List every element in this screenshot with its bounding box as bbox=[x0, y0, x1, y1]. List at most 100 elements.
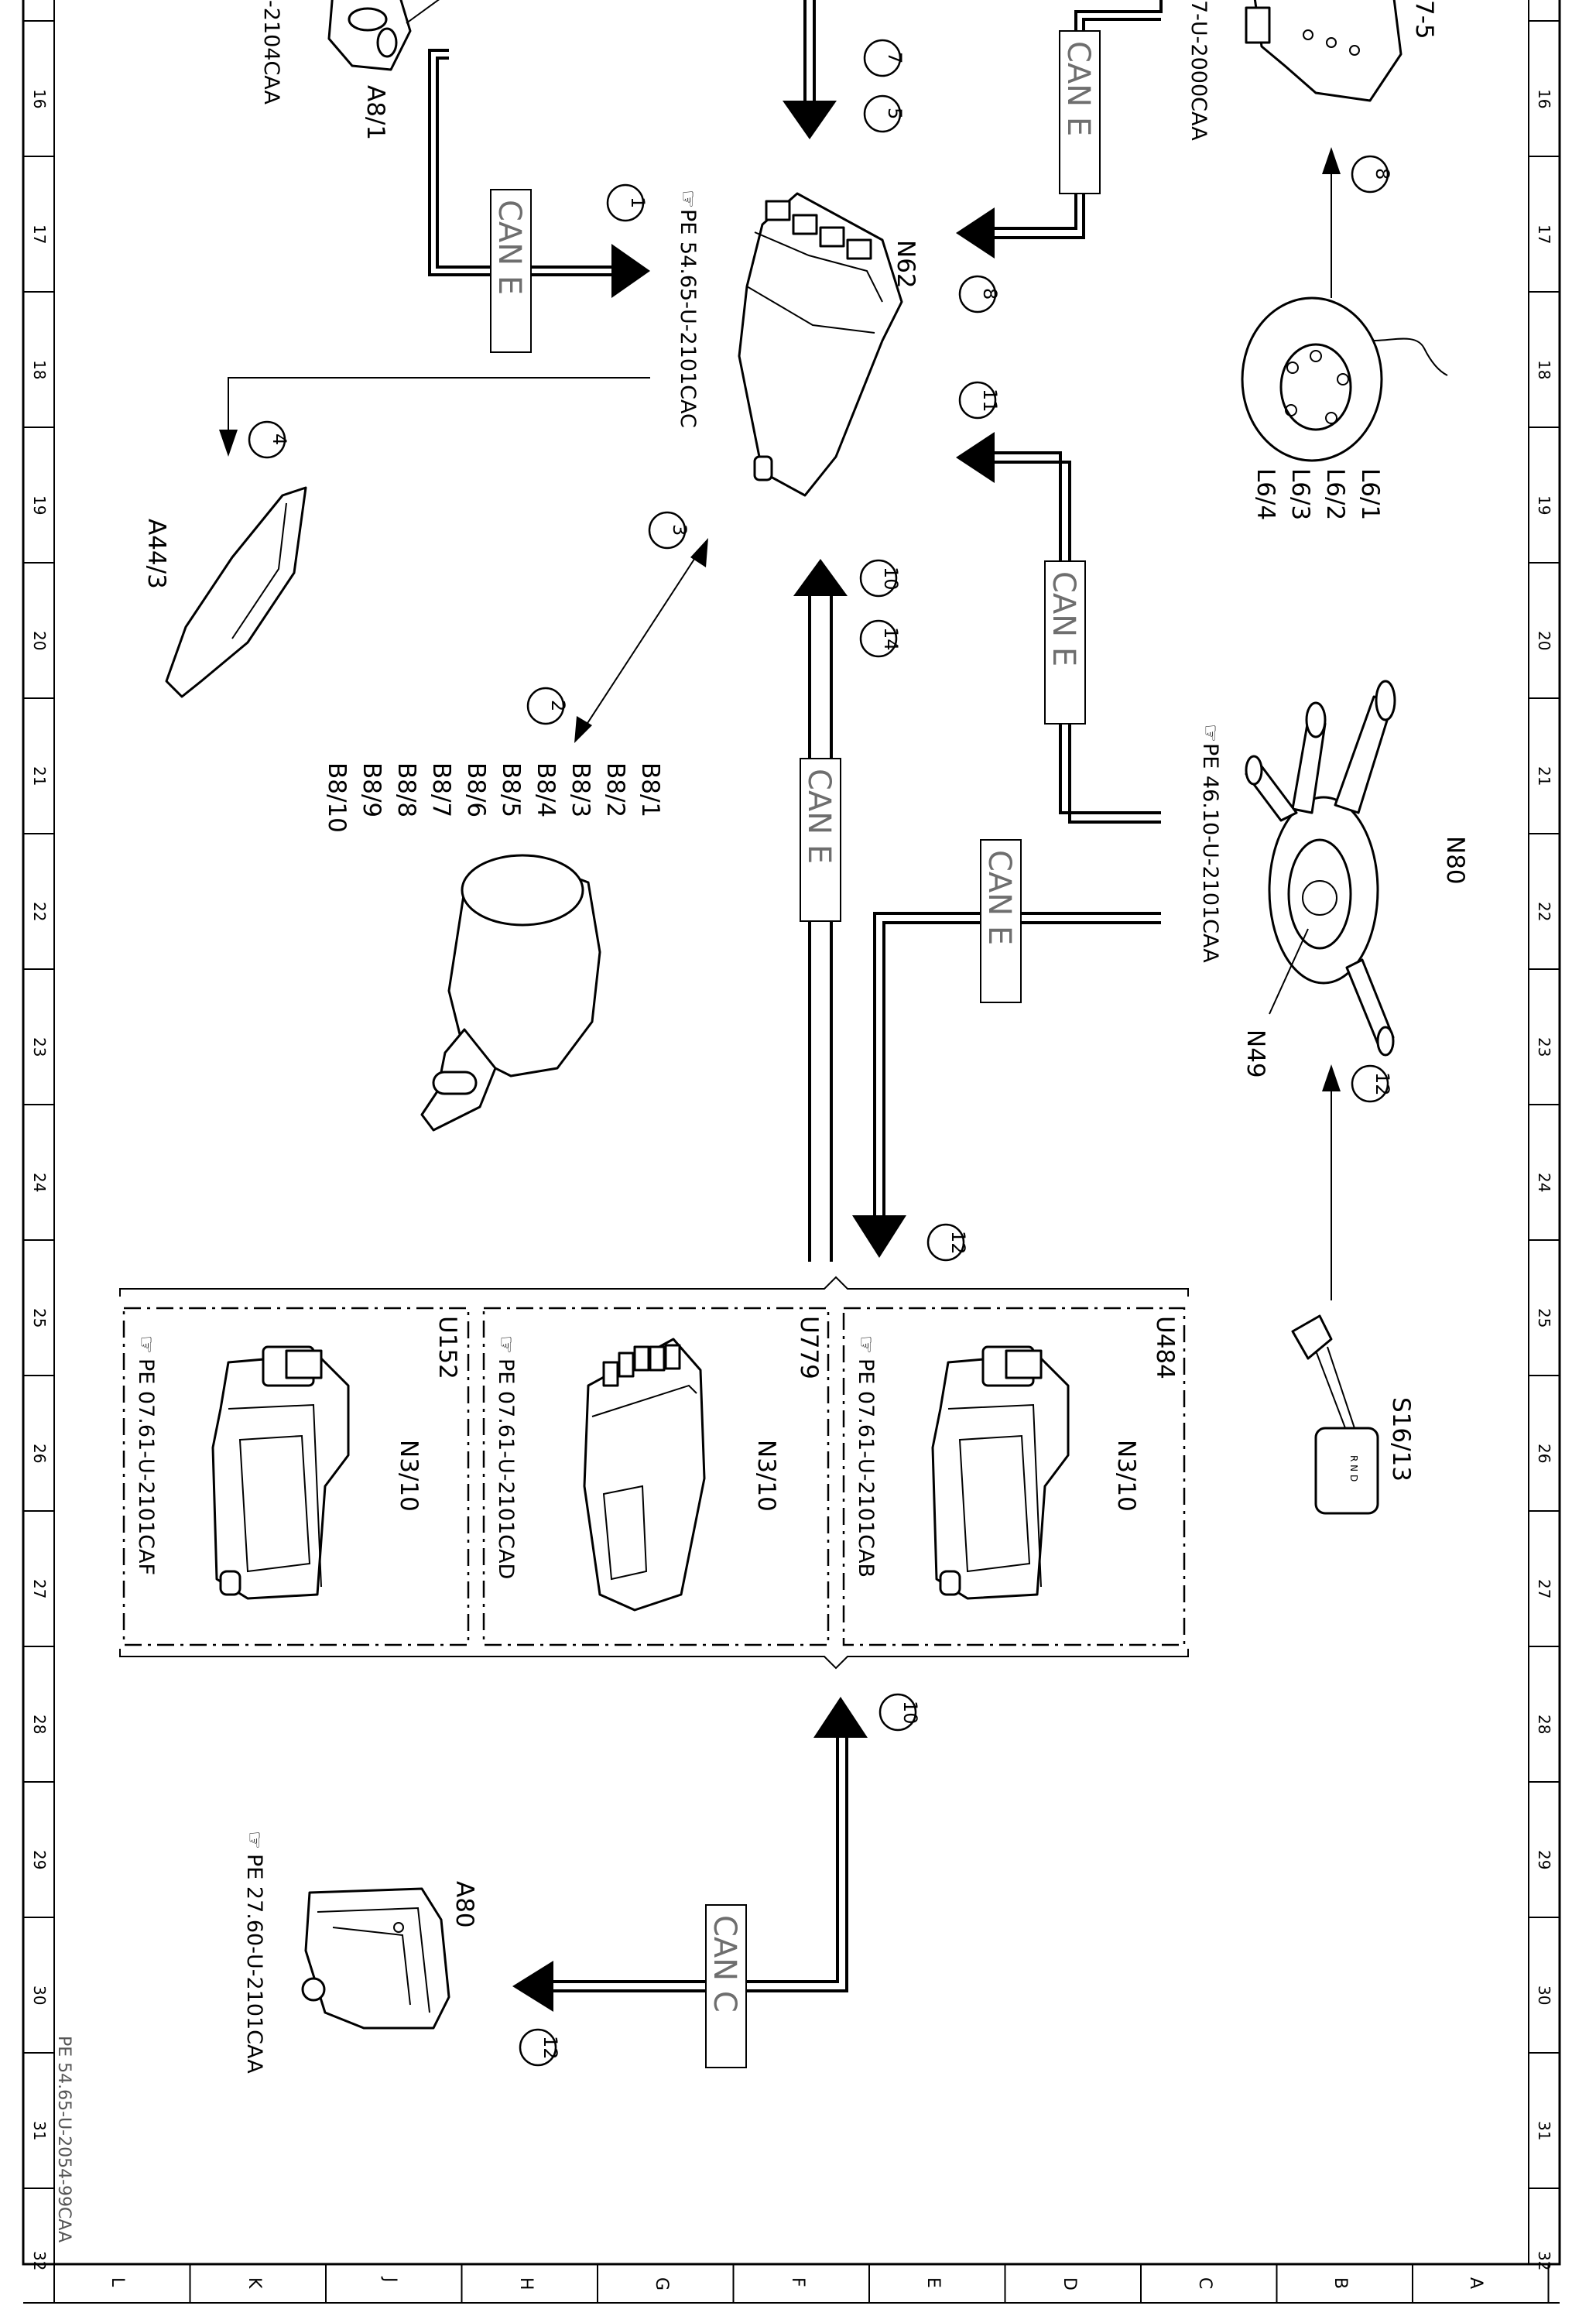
callout-7: 7 bbox=[863, 39, 906, 77]
callout-3: 3 bbox=[648, 511, 690, 550]
row-number: 28 bbox=[30, 1715, 49, 1734]
u152-ref-icon: ☞ bbox=[134, 1335, 158, 1354]
svg-text:5: 5 bbox=[884, 108, 906, 119]
u779-label: N3/10 bbox=[752, 1440, 780, 1512]
row-number: 30 bbox=[30, 1985, 49, 2005]
a80-ref-icon: ☞ bbox=[242, 1831, 266, 1849]
svg-text:4: 4 bbox=[269, 433, 290, 445]
u484-variant: U484 bbox=[1151, 1316, 1179, 1379]
n80-ref: PE 46.10-U-2101CAA bbox=[1198, 743, 1222, 963]
row-number: 18 bbox=[1535, 360, 1553, 379]
callout-11: 11 bbox=[958, 381, 1001, 420]
wire-n3-to-a80 bbox=[542, 1738, 839, 1983]
bus-label-can-e-a8: CAN E bbox=[490, 189, 532, 353]
b8-label-6: B8/6 bbox=[462, 762, 490, 817]
arrow-n62-end bbox=[690, 538, 708, 567]
arrow-into-n62-left bbox=[611, 244, 650, 298]
column-letter: A bbox=[1466, 2277, 1485, 2289]
column-letters: L K J H G F E D C B A bbox=[108, 2276, 1485, 2290]
document-id: PE 54.65-U-2054-99CAA bbox=[54, 2036, 74, 2242]
callout-1: 1 bbox=[606, 183, 649, 222]
arrow-up-into-n62 bbox=[793, 559, 848, 596]
callout-4: 4 bbox=[248, 420, 290, 459]
top-right-component: 7-5 7-U-2000CAA bbox=[1187, 0, 1438, 141]
arrow-b8-end bbox=[574, 716, 592, 743]
u152-label: N3/10 bbox=[395, 1440, 423, 1512]
row-number: 31 bbox=[1535, 2121, 1553, 2140]
b8-label-2: B8/2 bbox=[601, 762, 629, 817]
svg-text:12: 12 bbox=[1372, 1072, 1393, 1096]
n62-ref-icon: ☞ bbox=[676, 190, 700, 208]
svg-text:10: 10 bbox=[880, 567, 902, 591]
svg-text:2: 2 bbox=[547, 700, 569, 711]
arrow-up-into-top bbox=[1322, 147, 1341, 174]
svg-text:12: 12 bbox=[539, 2036, 561, 2060]
top-right-ref-fragment: 7-U-2000CAA bbox=[1187, 0, 1211, 141]
a8-1-ref-fragment: -2104CAA bbox=[259, 0, 283, 105]
svg-text:CAN E: CAN E bbox=[1046, 571, 1081, 666]
n80-steering-column-module: N80 PE 46.10-U-2101CAA ☞ N49 bbox=[1198, 680, 1469, 1078]
bus-label-can-e-n3: CAN E bbox=[980, 839, 1022, 1003]
row-number: 25 bbox=[30, 1308, 49, 1328]
callouts: 1 2 3 4 5 7 8 8 11 10 14 12 12 10 12 bbox=[248, 39, 1393, 2067]
u484-ecu-icon bbox=[931, 1345, 1070, 1600]
wire-topright-to-n62 bbox=[991, 0, 1163, 230]
arrow-into-a80 bbox=[512, 1961, 553, 2012]
b8-label-5: B8/5 bbox=[497, 762, 525, 817]
bus-label-can-c: CAN C bbox=[705, 1904, 747, 2068]
callout-5: 5 bbox=[863, 94, 906, 133]
a8-1-label: A8/1 bbox=[361, 85, 389, 140]
column-letter: E bbox=[923, 2277, 943, 2288]
u779-variant: U779 bbox=[795, 1316, 823, 1379]
row-number: 30 bbox=[1535, 1985, 1553, 2005]
row-number: 19 bbox=[30, 495, 49, 515]
row-number: 26 bbox=[30, 1444, 49, 1463]
l6-label-3: L6/3 bbox=[1286, 468, 1314, 520]
a80-direct-select-module: A80 PE 27.60-U-2101CAA ☞ bbox=[242, 1831, 478, 2074]
callout-12-n3: 12 bbox=[926, 1223, 969, 1262]
row-number: 20 bbox=[1535, 631, 1553, 650]
arrow-right-into-n62-mid bbox=[956, 432, 995, 483]
wire-n62-to-a44 bbox=[228, 377, 650, 433]
n80-ref-icon: ☞ bbox=[1198, 724, 1222, 742]
row-number: 16 bbox=[30, 89, 49, 108]
a80-label: A80 bbox=[450, 1881, 478, 1928]
s16-13-label: S16/13 bbox=[1387, 1397, 1415, 1482]
s16-13-selector-lever: R N D S16/13 bbox=[1291, 1314, 1415, 1515]
row-number: 24 bbox=[1535, 1173, 1553, 1192]
row-number: 31 bbox=[30, 2121, 49, 2140]
b8-label-1: B8/1 bbox=[636, 762, 664, 817]
b8-label-7: B8/7 bbox=[427, 762, 455, 817]
row-number: 19 bbox=[1535, 495, 1553, 515]
top-right-label-fragment: 7-5 bbox=[1410, 0, 1438, 39]
l6-label-1: L6/1 bbox=[1356, 468, 1384, 520]
u779-ref-icon: ☞ bbox=[494, 1335, 518, 1354]
callout-10-group: 10 bbox=[878, 1693, 921, 1732]
n3-10-variant-group: U484 N3/10 PE 07.61-U-2101CAB ☞ U779 N3/… bbox=[119, 1276, 1189, 1670]
arrow-right-into-n62-top bbox=[956, 207, 995, 259]
arrow-down-into-n3 bbox=[852, 1215, 906, 1258]
a44-3-warning-display: A44/3 bbox=[142, 486, 307, 698]
column-letter: B bbox=[1331, 2277, 1350, 2289]
svg-text:CAN E: CAN E bbox=[491, 200, 527, 295]
row-number: 23 bbox=[30, 1037, 49, 1057]
wire-n80-to-n3-b bbox=[882, 921, 1161, 1215]
row-number: 20 bbox=[30, 631, 49, 650]
arrow-top-into-n62 bbox=[783, 101, 837, 139]
group-bracket-top bbox=[119, 1276, 1189, 1297]
arrow-up-into-n3 bbox=[813, 1697, 868, 1738]
wire-n62-b8 bbox=[581, 549, 701, 732]
b8-parking-sensor: B8/1 B8/2 B8/3 B8/4 B8/5 B8/6 B8/7 B8/8 … bbox=[323, 762, 664, 1132]
row-numbers-left: 16 17 18 19 20 21 22 23 24 25 26 27 28 2… bbox=[30, 89, 49, 2270]
b8-label-9: B8/9 bbox=[358, 762, 385, 817]
group-bracket-bottom bbox=[119, 1649, 1189, 1670]
bus-label-can-e-topright: CAN E bbox=[1059, 30, 1101, 194]
n62-ref: PE 54.65-U-2101CAC bbox=[676, 209, 700, 428]
callout-12-n80: 12 bbox=[1351, 1064, 1393, 1103]
n49-label: N49 bbox=[1242, 1030, 1269, 1078]
svg-text:CAN C: CAN C bbox=[707, 1915, 742, 2013]
svg-text:8: 8 bbox=[979, 288, 1001, 300]
s16-13-gear-indicator: R N D bbox=[1348, 1455, 1359, 1482]
l6-label-2: L6/2 bbox=[1321, 468, 1349, 520]
